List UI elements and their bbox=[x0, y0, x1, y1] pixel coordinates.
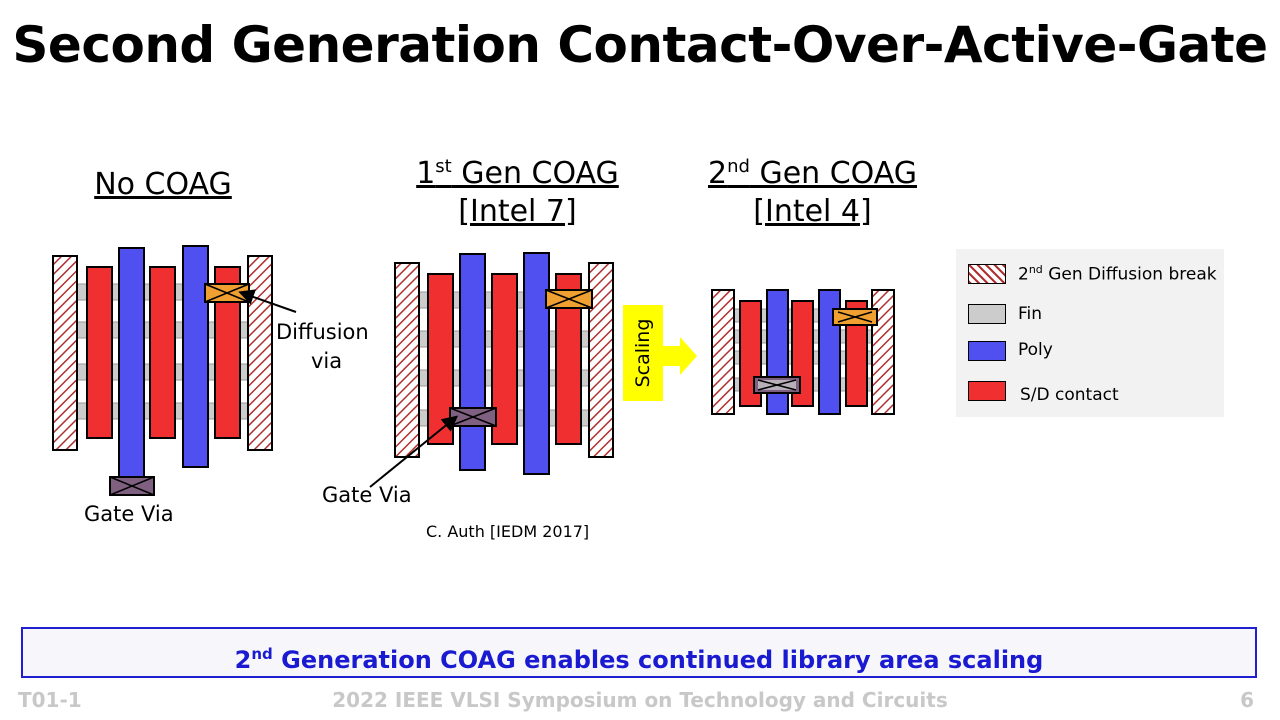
footer-page-number: 6 bbox=[1240, 688, 1254, 712]
key-message-banner: 2nd Generation COAG enables continued li… bbox=[21, 627, 1257, 678]
banner-text: Generation COAG enables continued librar… bbox=[272, 646, 1044, 674]
diffusion-via-label-line1: Diffusion bbox=[276, 320, 369, 344]
diffusion-via-label-line2: via bbox=[311, 349, 343, 373]
heading-gen2-sup: nd bbox=[727, 156, 750, 177]
heading-gen1: 1st Gen COAG [Intel 7] bbox=[395, 148, 640, 231]
panel-no-coag bbox=[52, 245, 297, 496]
heading-gen1-rest: Gen COAG bbox=[451, 156, 619, 191]
scaling-label-box: Scaling bbox=[623, 305, 663, 401]
legend-sup: nd bbox=[1028, 263, 1043, 276]
heading-no-coag: No COAG bbox=[94, 167, 232, 202]
gate-via bbox=[109, 476, 155, 496]
heading-gen1-sup: st bbox=[435, 156, 452, 177]
footer-session-id: T01-1 bbox=[18, 688, 82, 712]
banner-sup: nd bbox=[251, 645, 273, 663]
heading-gen2-rest: Gen COAG bbox=[749, 156, 917, 191]
diffusion-break bbox=[394, 262, 420, 458]
panel-gen2 bbox=[711, 289, 895, 415]
heading-gen2-line2: [Intel 4] bbox=[753, 194, 872, 229]
heading-gen2: 2nd Gen COAG [Intel 4] bbox=[690, 148, 935, 231]
scaling-arrow bbox=[663, 337, 697, 375]
gate-via bbox=[753, 376, 801, 394]
legend-swatch-sd-contact bbox=[968, 381, 1006, 401]
citation: C. Auth [IEDM 2017] bbox=[426, 522, 590, 541]
legend-label-fin: Fin bbox=[1018, 304, 1043, 324]
diffusion-break bbox=[247, 255, 273, 451]
sd-contact bbox=[86, 266, 113, 439]
heading-gen1-num: 1 bbox=[416, 156, 436, 191]
legend-text: Gen Diffusion break bbox=[1042, 264, 1217, 285]
legend-label-diffusion-break: 2nd Gen Diffusion break bbox=[1018, 263, 1217, 285]
poly-gate bbox=[459, 253, 486, 471]
sd-contact bbox=[149, 266, 176, 439]
poly-gate bbox=[523, 252, 550, 475]
heading-gen1-line2: [Intel 7] bbox=[458, 194, 577, 229]
poly-gate bbox=[766, 289, 789, 415]
legend: 2nd Gen Diffusion break Fin Poly S/D con… bbox=[956, 249, 1224, 417]
legend-swatch-diffusion-break bbox=[968, 264, 1006, 284]
diffusion-via bbox=[545, 289, 593, 309]
diffusion-via bbox=[832, 308, 878, 326]
legend-swatch-poly bbox=[968, 341, 1006, 361]
legend-label-poly: Poly bbox=[1018, 340, 1053, 360]
poly-gate bbox=[118, 247, 145, 479]
legend-label-sd-contact: S/D contact bbox=[1020, 385, 1119, 405]
gate-via-pointer bbox=[369, 415, 459, 488]
legend-swatch-fin bbox=[968, 304, 1006, 324]
poly-gate bbox=[182, 245, 209, 468]
heading-gen2-num: 2 bbox=[707, 156, 728, 191]
sd-contact bbox=[845, 300, 868, 407]
scaling-label: Scaling bbox=[632, 318, 654, 388]
legend-num: 2 bbox=[1018, 264, 1029, 285]
diffusion-break bbox=[52, 255, 78, 451]
diffusion-via-pointer bbox=[238, 289, 297, 313]
panel-gen1 bbox=[369, 252, 614, 488]
gate-via-label-left: Gate Via bbox=[84, 502, 174, 526]
gate-via bbox=[449, 407, 497, 427]
slide-title: Second Generation Contact-Over-Active-Ga… bbox=[12, 16, 1268, 74]
diffusion-break bbox=[711, 289, 735, 415]
gate-via-label-middle: Gate Via bbox=[322, 483, 412, 507]
banner-num: 2 bbox=[234, 646, 252, 674]
